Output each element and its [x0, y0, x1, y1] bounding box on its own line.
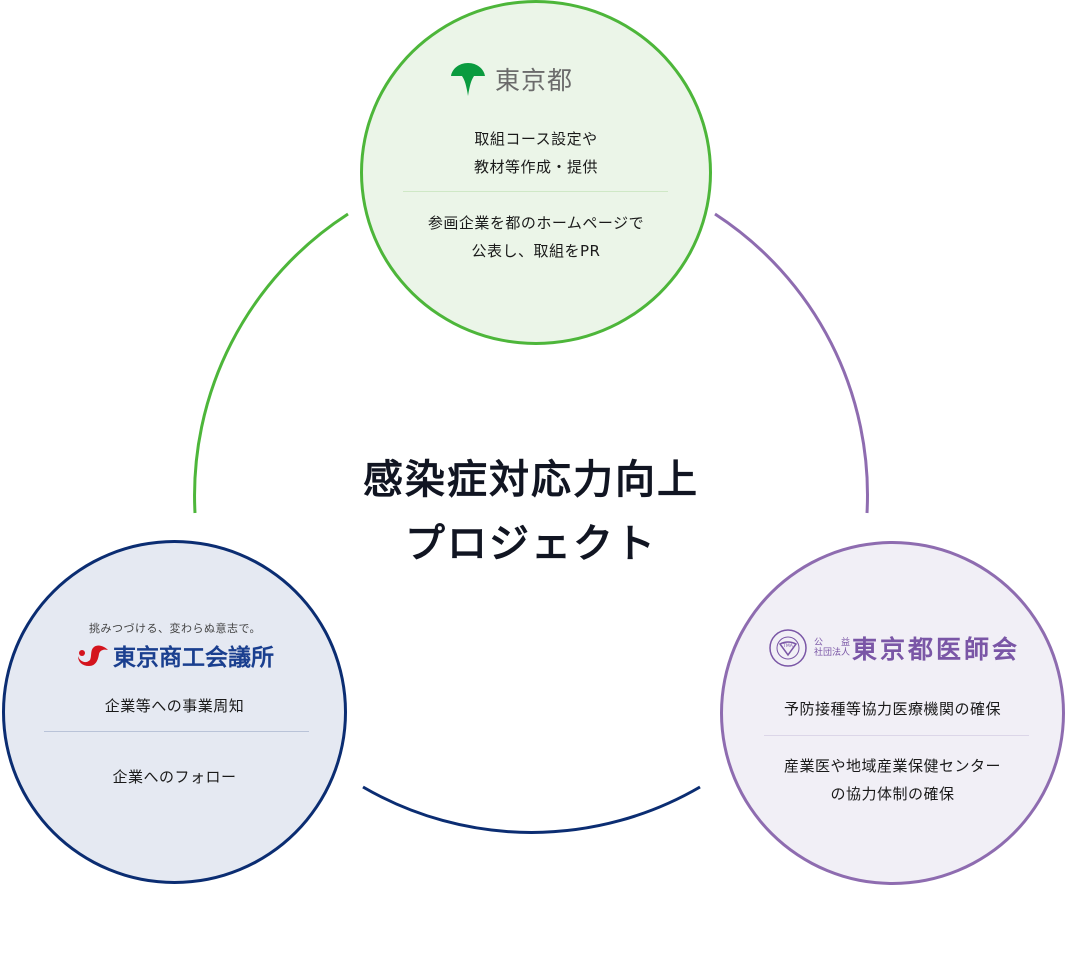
- medical-item-1: 予防接種等協力医療機関の確保: [783, 700, 1001, 718]
- medical-item-2-line2: の協力体制の確保: [830, 785, 955, 803]
- arc-tokyo-to-medical: [714, 212, 869, 514]
- cci-slogan: 挑みつづける、変わらぬ意志で。: [88, 622, 262, 635]
- cci-divider: [44, 731, 309, 732]
- tokyo-item-2-line1: 参画企業を都のホームページで: [427, 214, 645, 232]
- tokyo-logo: 東京都: [451, 61, 573, 97]
- medical-corp-type: 公 益 社団法人: [814, 638, 850, 658]
- ginkgo-leaf-icon: [451, 63, 485, 96]
- tokyo-item-1-line1: 取組コース設定や: [474, 130, 598, 148]
- cci-item-2: 企業へのフォロー: [112, 768, 237, 786]
- cci-item-1: 企業等への事業周知: [104, 697, 245, 715]
- medical-logo: TMA 公 益 社団法人 東京都医師会: [768, 628, 1020, 668]
- arc-cci-to-medical: [362, 785, 701, 834]
- node-medical: TMA 公 益 社団法人 東京都医師会 予防接種等協力医療機関の確保 産業医や地…: [720, 541, 1065, 885]
- center-title-line1: 感染症対応力向上: [363, 457, 699, 503]
- tokyo-divider: [403, 191, 668, 192]
- tokyo-item-1-line2: 教材等作成・提供: [473, 158, 598, 176]
- tma-seal-icon: TMA: [769, 629, 807, 667]
- kind-top-right: 益: [841, 638, 851, 648]
- seal-text: TMA: [782, 643, 794, 649]
- tokyo-item-2-line2: 公表し、取組をPR: [471, 242, 601, 260]
- node-cci: 挑みつづける、変わらぬ意志で。 東京商工会議所 企業等への事業周知 企業へのフォ…: [2, 540, 347, 884]
- tokyo-logo-text: 東京都: [495, 66, 574, 95]
- center-title-line2: プロジェクト: [405, 521, 657, 567]
- cci-logo-text: 東京商工会議所: [113, 645, 274, 671]
- kind-bottom: 社団法人: [814, 648, 851, 658]
- medical-item-2-line1: 産業医や地域産業保健センター: [783, 757, 1001, 775]
- node-tokyo: 東京都 取組コース設定や 教材等作成・提供 参画企業を都のホームページで 公表し…: [360, 0, 712, 345]
- cci-logo: 挑みつづける、変わらぬ意志で。 東京商工会議所: [55, 620, 295, 672]
- arc-tokyo-to-cci: [193, 212, 349, 514]
- medical-logo-text: 東京都医師会: [852, 635, 1021, 664]
- kind-top-left: 公: [814, 638, 824, 648]
- medical-divider: [764, 735, 1029, 736]
- cci-swirl-icon: [78, 645, 108, 666]
